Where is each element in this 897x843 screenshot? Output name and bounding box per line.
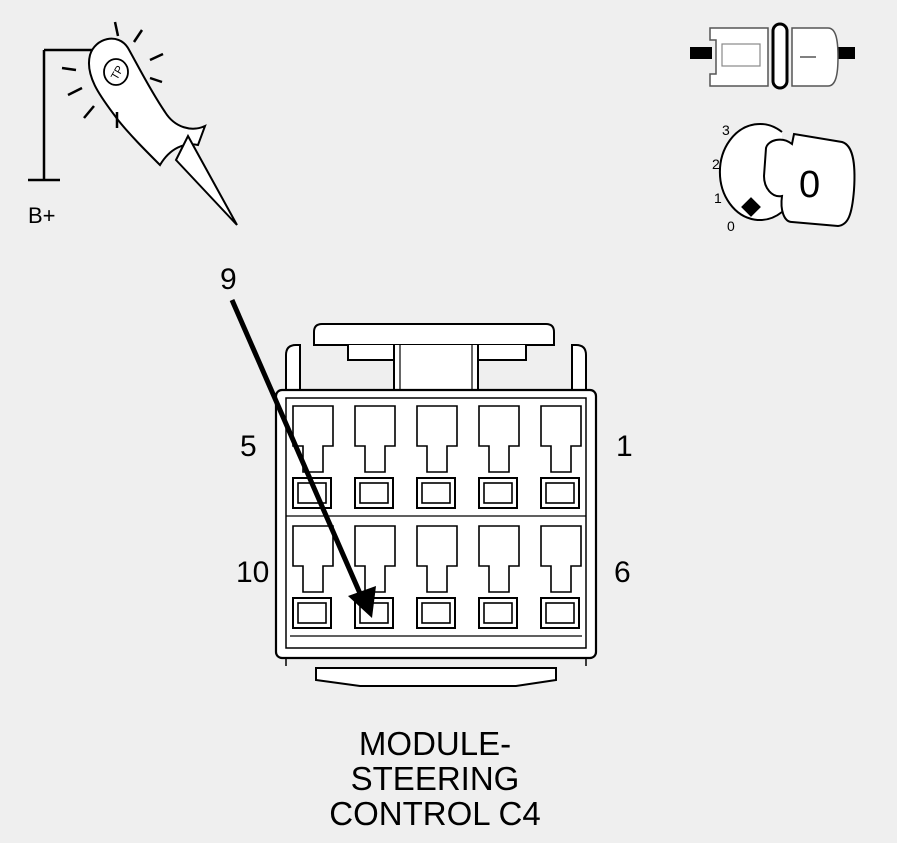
connector-title-line-1: MODULE-: [358, 725, 512, 762]
pin-5-label: 5: [240, 430, 257, 463]
connector-title-line-3: CONTROL C4: [329, 795, 541, 832]
connector-title: MODULE- STEERING CONTROL C4: [290, 726, 580, 831]
terminal-cavity: [292, 405, 334, 509]
connector-icon: [690, 22, 855, 90]
ignition-position-2: 2: [712, 156, 720, 172]
terminal-cavity: [416, 525, 458, 629]
terminal-cavity: [354, 405, 396, 509]
pin-9-label: 9: [220, 263, 237, 296]
ignition-key-label: 0: [799, 164, 821, 206]
terminal-cavity: [540, 405, 582, 509]
battery-positive-label: B+: [28, 203, 56, 228]
terminal-cavity: [478, 525, 520, 629]
connector-title-line-2: STEERING: [350, 760, 520, 797]
terminal-cavity: [416, 405, 458, 509]
test-light-icon: TP: [61, 21, 238, 226]
terminal-cavity: [478, 405, 520, 509]
pin-10-label: 10: [236, 556, 270, 589]
terminal-cavities: [292, 405, 582, 629]
terminal-cavity: [540, 525, 582, 629]
pin-1-label: 1: [616, 430, 633, 463]
ignition-position-0: 0: [727, 218, 735, 234]
connector-face: [274, 323, 598, 687]
pin-6-label: 6: [614, 556, 631, 589]
ignition-position-3: 3: [722, 122, 730, 138]
ignition-key-icon: [718, 123, 856, 228]
ignition-position-1: 1: [714, 190, 722, 206]
probe-arrow: [229, 299, 376, 618]
terminal-cavity: [292, 525, 334, 629]
